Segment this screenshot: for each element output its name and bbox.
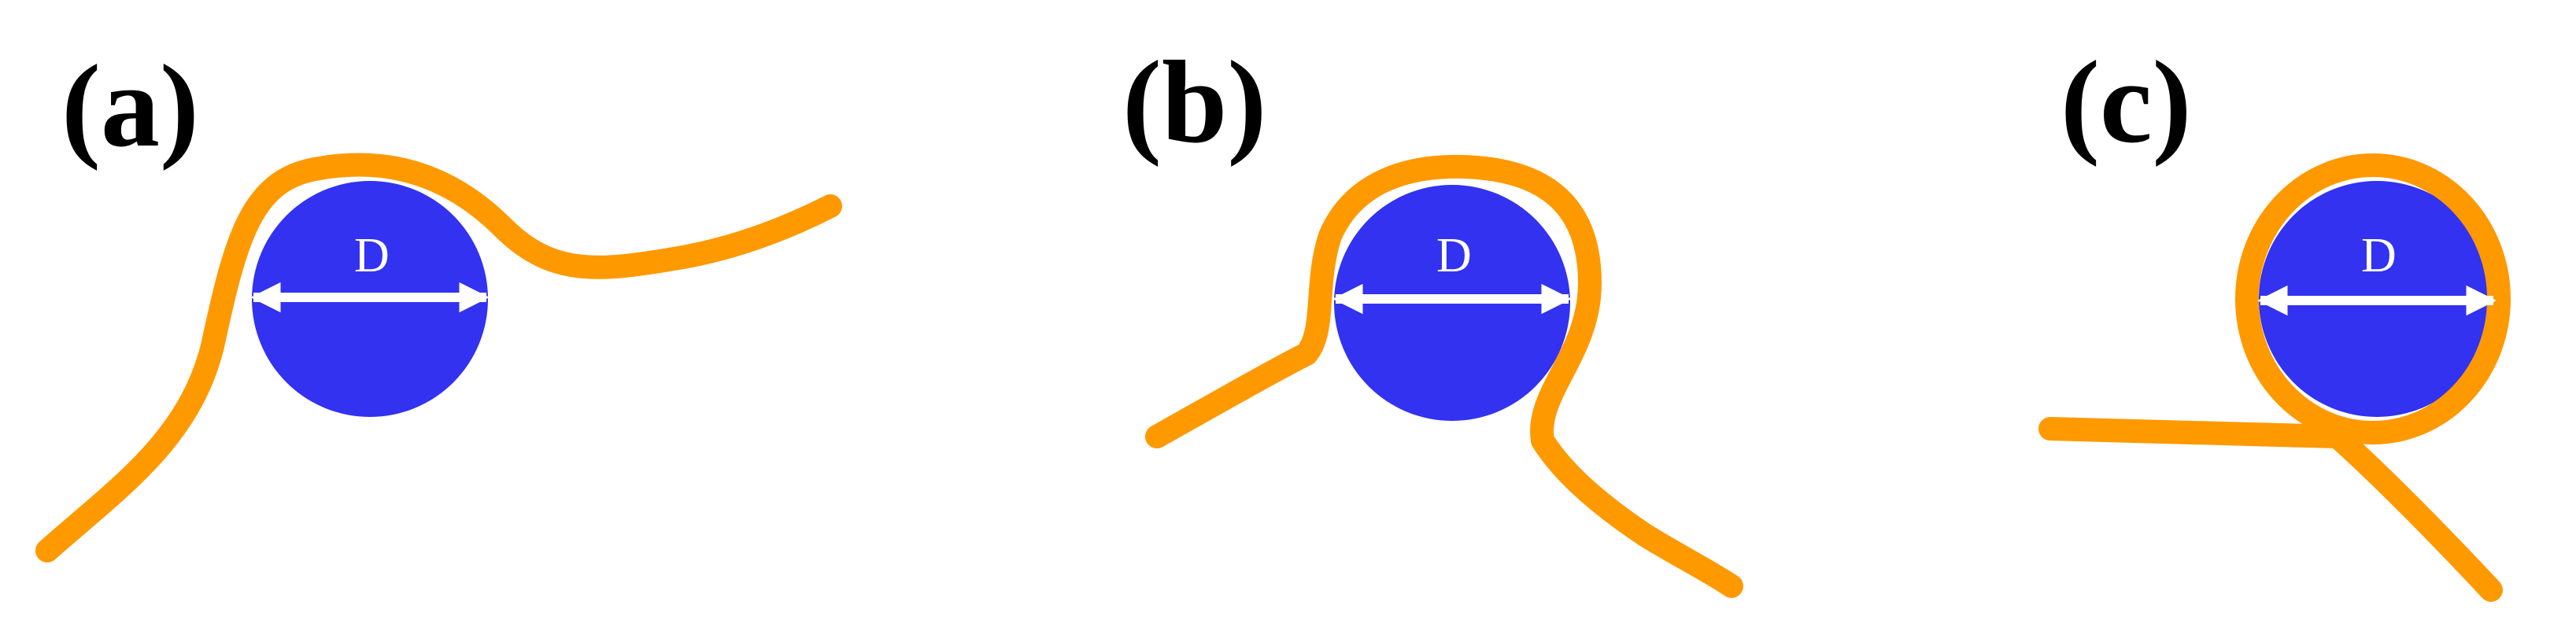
panel-label-c: (c) [2060, 37, 2191, 168]
fiber-c-loop [2235, 153, 2511, 444]
panel-label-a: (a) [61, 41, 199, 171]
fiber-b [1145, 154, 1743, 598]
diameter-label-a: D [354, 229, 390, 282]
panel-label-b: (b) [1122, 37, 1266, 168]
panel-a: (a) D [35, 41, 842, 562]
diameter-label-c: D [2361, 229, 2397, 282]
panel-b: (b) D [1122, 37, 1743, 598]
diameter-label-b: D [1436, 229, 1472, 282]
fiber-a [35, 153, 842, 562]
panel-c: (c) D [2038, 37, 2511, 602]
fiber-c-tail [2038, 417, 2503, 602]
